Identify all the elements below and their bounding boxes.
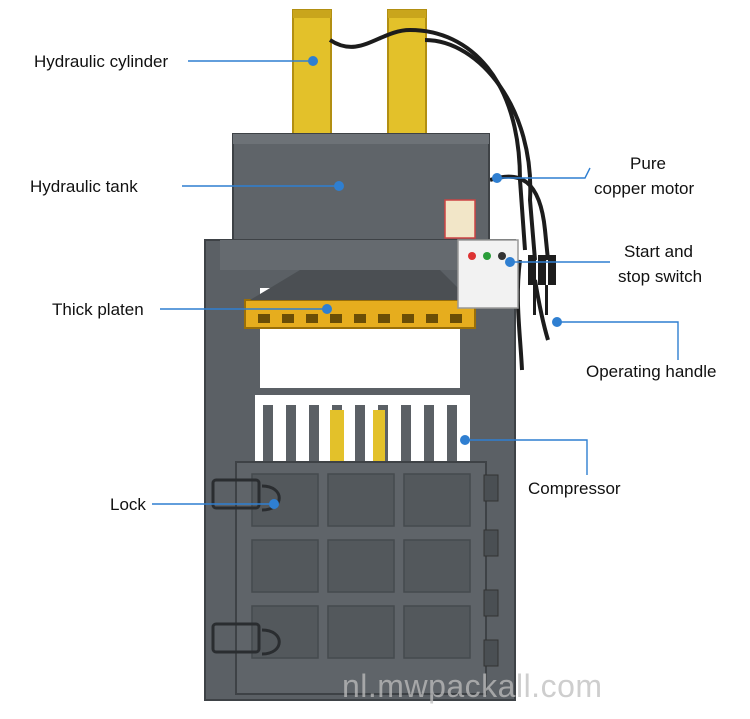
hydraulic-hoses [328,27,550,371]
label-lock: Lock [110,495,146,514]
callout-leaders [152,60,679,505]
label-hydraulic-cylinder: Hydraulic cylinder [34,52,169,71]
label-operating-handle: Operating handle [586,362,717,381]
operating-handle-valves [528,255,556,315]
label-start-stop-line2: stop switch [618,267,703,286]
hydraulic-cylinders [292,9,427,139]
label-hydraulic-tank: Hydraulic tank [30,177,138,196]
label-compressor: Compressor [528,479,621,498]
label-thick-platen: Thick platen [52,300,144,319]
hydraulic-tank [232,133,490,245]
callout-dots [269,56,562,509]
control-box [457,239,519,309]
label-pure-copper-motor-line2: copper motor [594,179,695,198]
label-start-stop-line1: Start and [624,242,693,261]
baler-body [204,239,516,701]
watermark-text: nl.mwpackall.com [342,668,603,704]
label-pure-copper-motor-line1: Pure [630,154,666,173]
